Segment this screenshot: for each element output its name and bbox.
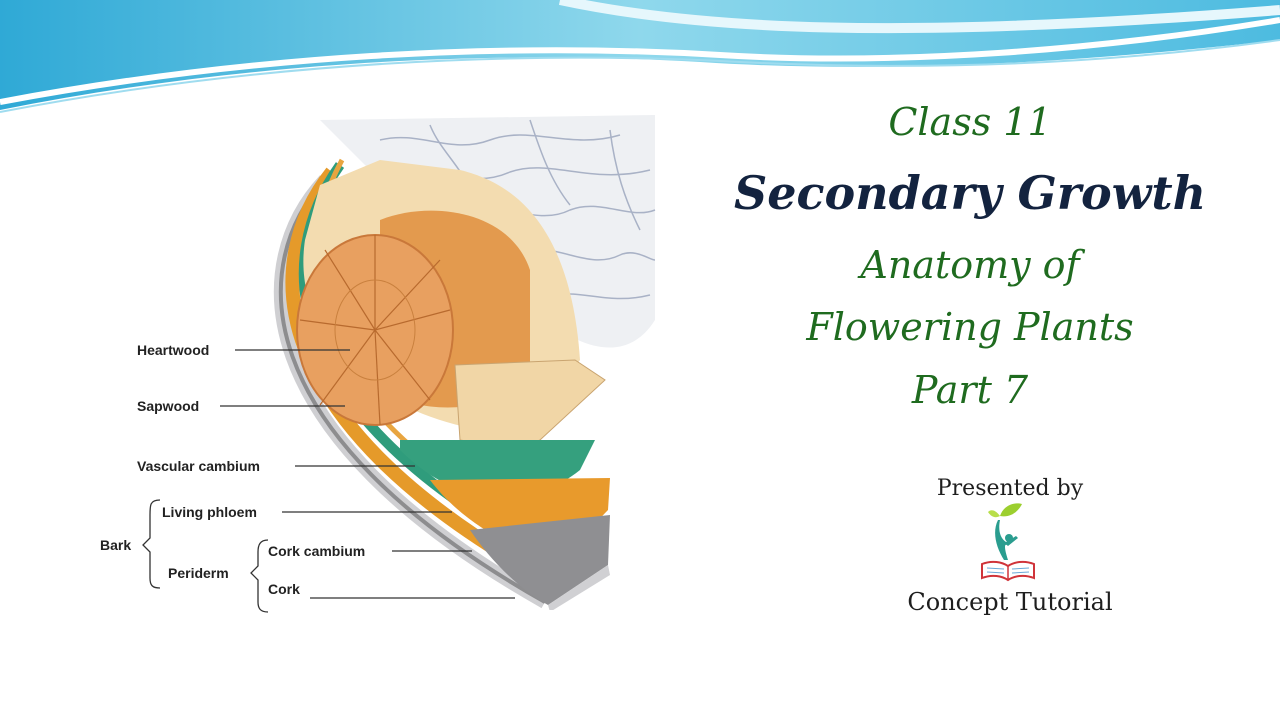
subtitle-line-2: Flowering Plants [806, 305, 1134, 349]
label-leader-lines [142, 349, 515, 613]
class-title: Class 11 [888, 100, 1052, 144]
label-heartwood: Heartwood [137, 342, 210, 358]
label-bark: Bark [100, 537, 132, 553]
topic-title: Secondary Growth [733, 166, 1207, 220]
label-vascular-cambium: Vascular cambium [137, 458, 260, 474]
presented-by-text: Presented by [936, 476, 1084, 501]
label-cork: Cork [268, 581, 300, 597]
header-wave-decoration [0, 0, 1280, 113]
label-sapwood: Sapwood [137, 398, 200, 414]
part-title: Part 7 [911, 368, 1029, 412]
label-periderm: Periderm [168, 565, 229, 581]
label-living-phloem: Living phloem [162, 504, 257, 520]
label-cork-cambium: Cork cambium [268, 543, 366, 559]
concept-tutorial-logo [981, 503, 1035, 582]
tree-trunk-cross-section-illustration [273, 115, 656, 610]
brand-name: Concept Tutorial [907, 588, 1113, 616]
subtitle-line-1: Anatomy of [860, 243, 1080, 287]
